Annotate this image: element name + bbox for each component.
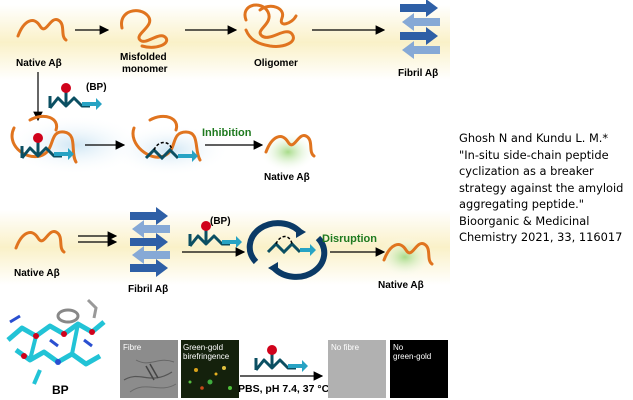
- citation-line: strategy against the amyloid: [459, 180, 624, 195]
- label-green-gold-2: birefringence: [183, 352, 230, 361]
- row3-band: [0, 210, 450, 285]
- label-fibre: Fibre: [123, 343, 142, 352]
- fibril-row3: [130, 207, 170, 277]
- disruption-cycle: [246, 220, 328, 280]
- blue-glow: [5, 115, 145, 175]
- label-oligomer: Oligomer: [254, 58, 298, 69]
- misfolded-monomer: [120, 9, 169, 49]
- label-fibril-row1: Fibril Aβ: [398, 68, 438, 79]
- bp-molecule-bottom: [254, 343, 310, 374]
- bp-3d-structure: [6, 298, 106, 385]
- label-green-gold-1: Green-gold: [183, 343, 223, 352]
- row1-band: [0, 5, 450, 80]
- label-fibril-row3: Fibril Aβ: [128, 284, 168, 295]
- citation: Ghosh N and Kundu L. M.* "In-situ side-c…: [459, 130, 631, 246]
- green-glow-inhibition: [260, 132, 316, 172]
- cyclized-bp-peptide: [131, 114, 202, 162]
- citation-line: Ghosh N and Kundu L. M.*: [459, 131, 609, 145]
- label-bp-row2: (BP): [86, 82, 107, 93]
- label-native-row2: Native Aβ: [264, 172, 310, 183]
- citation-line: "In-situ side-chain peptide: [459, 147, 609, 162]
- label-native-row3-right: Native Aβ: [378, 280, 424, 291]
- label-native-row1: Native Aβ: [16, 58, 62, 69]
- citation-line: aggregating peptide.": [459, 197, 584, 211]
- citation-line: Chemistry 2021, 33, 116017: [459, 230, 623, 244]
- label-no-1: No: [393, 343, 404, 352]
- label-native-row3-left: Native Aβ: [14, 268, 60, 279]
- micrograph-no-fibre: [328, 340, 386, 398]
- bp-bound-peptide: [10, 114, 78, 164]
- citation-line: Bioorganic & Medicinal: [459, 213, 590, 228]
- label-conditions: PBS, pH 7.4, 37 °C: [238, 383, 330, 395]
- label-inhibition: Inhibition: [202, 127, 252, 139]
- micrograph-birefringence: [181, 340, 239, 398]
- label-bp-row3: (BP): [210, 216, 231, 227]
- label-misfolded-1: Misfolded: [120, 52, 167, 63]
- label-no-2: green-gold: [393, 352, 431, 361]
- oligomer: [243, 3, 298, 48]
- citation-line: cyclization as a breaker: [459, 164, 594, 178]
- double-arrow-native-to-fibril: [78, 231, 118, 247]
- label-no-fibre: No fibre: [331, 343, 360, 352]
- label-misfolded-2: monomer: [122, 64, 168, 75]
- label-disruption: Disruption: [322, 233, 377, 245]
- micrograph-no-green-gold: [390, 340, 448, 398]
- label-bp-structure: BP: [52, 383, 69, 397]
- micrograph-fibre: [120, 340, 178, 398]
